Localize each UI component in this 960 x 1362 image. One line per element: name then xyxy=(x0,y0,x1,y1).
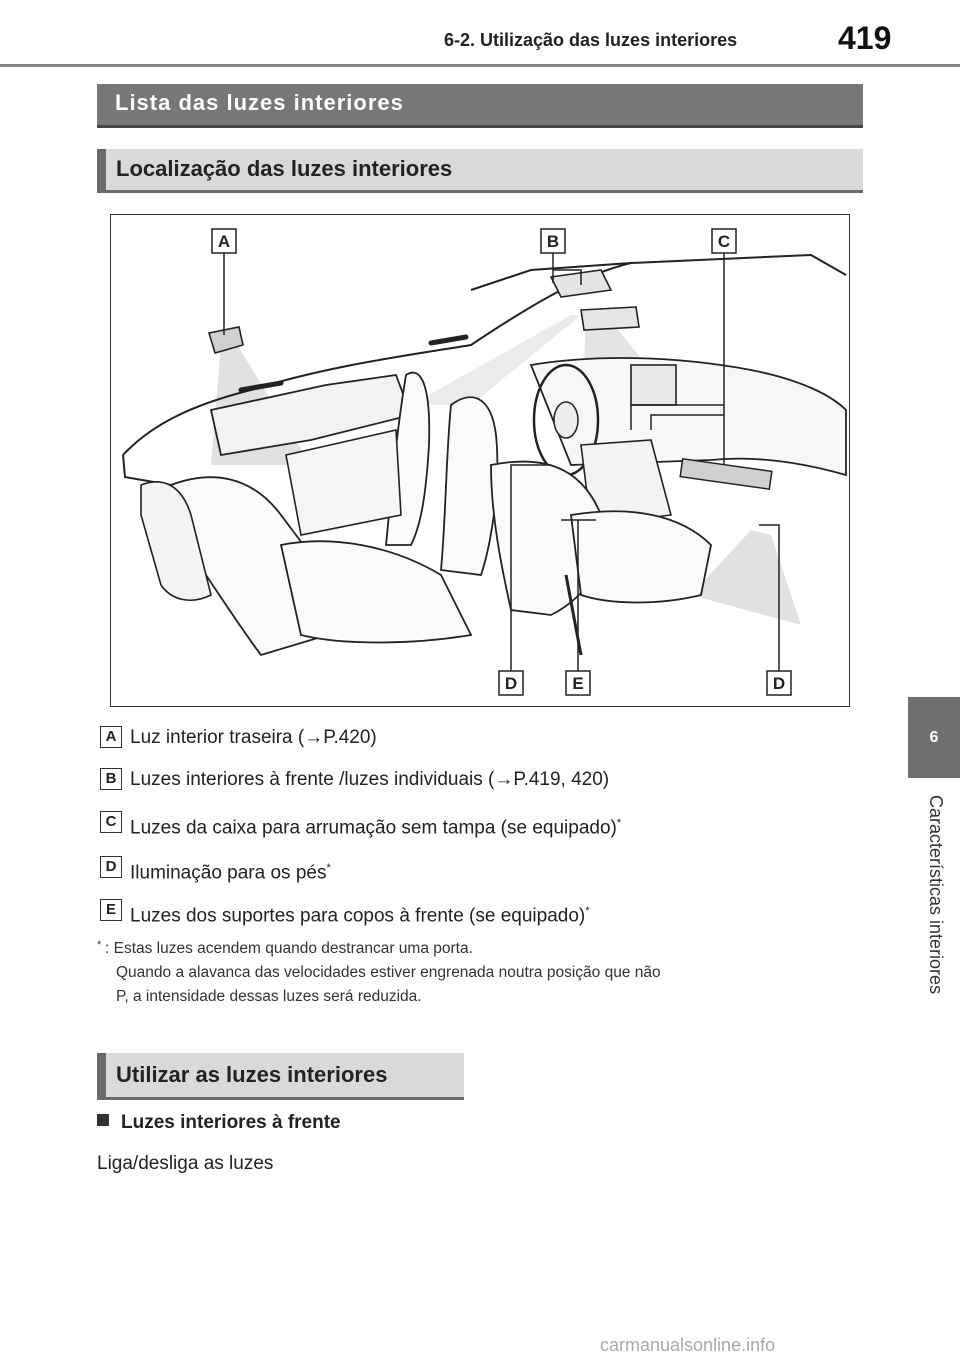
footnote: * : Estas luzes acendem quando destranca… xyxy=(97,937,867,1009)
svg-text:E: E xyxy=(572,674,583,693)
legend-text: Luzes interiores à frente /luzes individ… xyxy=(130,769,610,790)
footnote-marker: * xyxy=(585,905,590,917)
callout-d-right: D xyxy=(766,670,792,696)
square-bullet-icon xyxy=(97,1114,109,1126)
legend-key-badge: B xyxy=(100,768,122,790)
section-heading-use-text: Utilizar as luzes interiores xyxy=(116,1062,388,1087)
svg-text:C: C xyxy=(718,232,730,251)
legend-item-a: A Luz interior traseira (→P.420) xyxy=(100,726,377,752)
legend-key-badge: E xyxy=(100,899,122,921)
footnote-line-2: Quando a alavanca das velocidades estive… xyxy=(116,964,661,981)
legend-item-e: E Luzes dos suportes para copos à frente … xyxy=(100,899,590,927)
svg-text:D: D xyxy=(773,674,785,693)
watermark: carmanualsonline.info xyxy=(600,1335,776,1355)
chapter-tab: 6 xyxy=(908,697,960,778)
legend-text: Luzes da caixa para arrumação sem tampa … xyxy=(130,817,617,839)
legend-key-badge: A xyxy=(100,726,122,748)
section-heading-use: Utilizar as luzes interiores xyxy=(97,1053,464,1100)
legend-item-d: D Iluminação para os pés* xyxy=(100,856,331,884)
title-bar: Lista das luzes interiores xyxy=(97,84,863,128)
callout-c: C xyxy=(711,228,737,254)
chapter-title: Características interiores xyxy=(926,795,946,995)
subsection-heading-text: Luzes interiores à frente xyxy=(121,1112,341,1133)
page-header-section: 6-2. Utilização das luzes interiores xyxy=(444,30,738,50)
legend-item-b: B Luzes interiores à frente /luzes indivi… xyxy=(100,768,609,794)
body-paragraph: Liga/desliga as luzes xyxy=(97,1153,274,1174)
legend-key-badge: C xyxy=(100,811,122,833)
footnote-line-1: : Estas luzes acendem quando destrancar … xyxy=(105,940,473,957)
footnote-line-3: P, a intensidade dessas luzes será reduz… xyxy=(116,988,422,1005)
svg-text:D: D xyxy=(505,674,517,693)
svg-text:A: A xyxy=(218,232,230,251)
interior-lights-figure: A B C D E D xyxy=(110,214,850,707)
footnote-marker: * xyxy=(326,862,331,874)
chapter-number: 6 xyxy=(929,729,939,746)
callout-e: E xyxy=(565,670,591,696)
legend-text: Luz interior traseira (→P.420) xyxy=(130,727,377,748)
svg-text:B: B xyxy=(547,232,559,251)
legend-item-c: C Luzes da caixa para arrumação sem tampa… xyxy=(100,811,622,839)
header-rule xyxy=(0,64,960,67)
legend-text: Luzes dos suportes para copos à frente (… xyxy=(130,905,586,927)
footnote-marker: * xyxy=(616,817,622,829)
footnote-star: * xyxy=(97,939,102,951)
subsection-heading: Luzes interiores à frente xyxy=(97,1112,341,1134)
car-interior-illustration: A B C D E D xyxy=(122,228,847,696)
page-number: 419 xyxy=(838,20,892,56)
section-heading-location: Localização das luzes interiores xyxy=(97,149,863,193)
section-heading-location-text: Localização das luzes interiores xyxy=(116,156,453,181)
legend-key-badge: D xyxy=(100,856,122,878)
callout-b: B xyxy=(540,228,566,254)
title-bar-text: Lista das luzes interiores xyxy=(115,90,404,115)
legend-text: Iluminação para os pés xyxy=(130,862,327,884)
callout-a: A xyxy=(211,228,237,254)
callout-d-left: D xyxy=(498,670,524,696)
